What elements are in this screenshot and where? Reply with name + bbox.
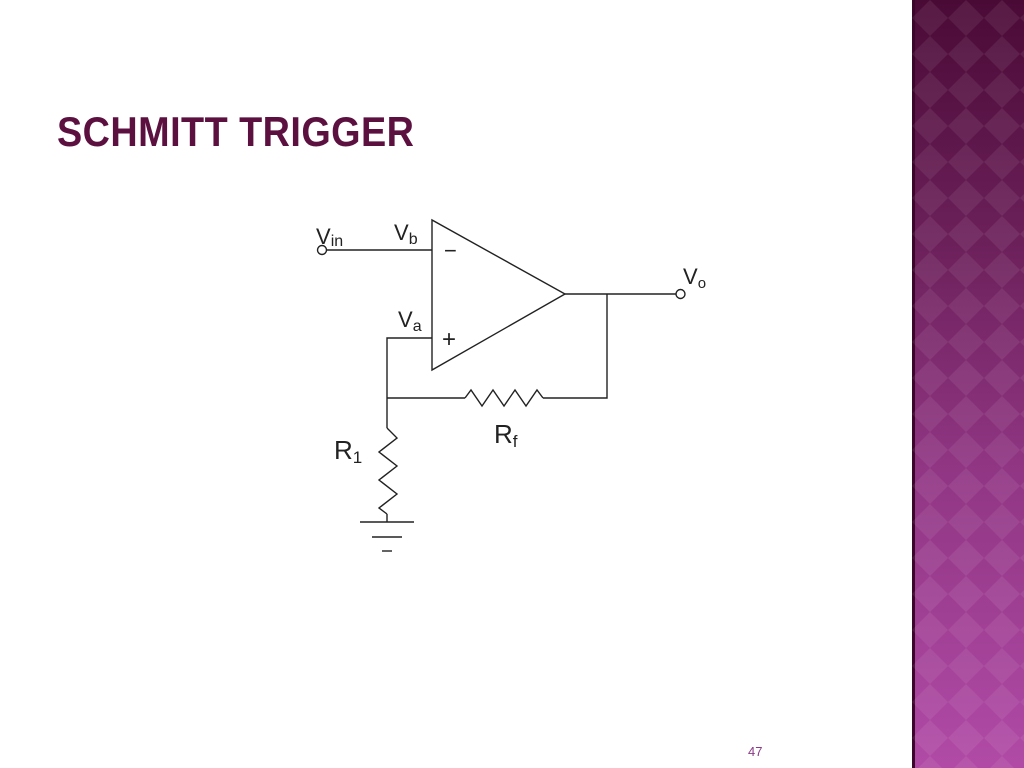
diamond-pattern (912, 0, 1024, 768)
feedback-wire (543, 294, 608, 399)
inverting-input-sign: − (444, 238, 457, 263)
op-amp-symbol (431, 218, 567, 372)
schmitt-trigger-circuit: Vin Vb Va Vo − + Rf R1 (316, 218, 706, 552)
r1-label: R1 (334, 435, 362, 467)
va-label: Va (398, 307, 422, 335)
slide-title: SCHMITT TRIGGER (57, 108, 415, 155)
page-number: 47 (748, 744, 763, 759)
rf-label: Rf (494, 419, 518, 451)
vo-label: Vo (683, 264, 706, 292)
vin-label: Vin (316, 224, 343, 250)
vb-label: Vb (394, 220, 418, 248)
noninverting-input-sign: + (442, 326, 456, 353)
rf-resistor (464, 388, 544, 408)
r1-resistor (377, 427, 399, 515)
va-wire (386, 337, 432, 428)
decorative-side-band (912, 0, 1024, 768)
vo-terminal (675, 288, 686, 300)
